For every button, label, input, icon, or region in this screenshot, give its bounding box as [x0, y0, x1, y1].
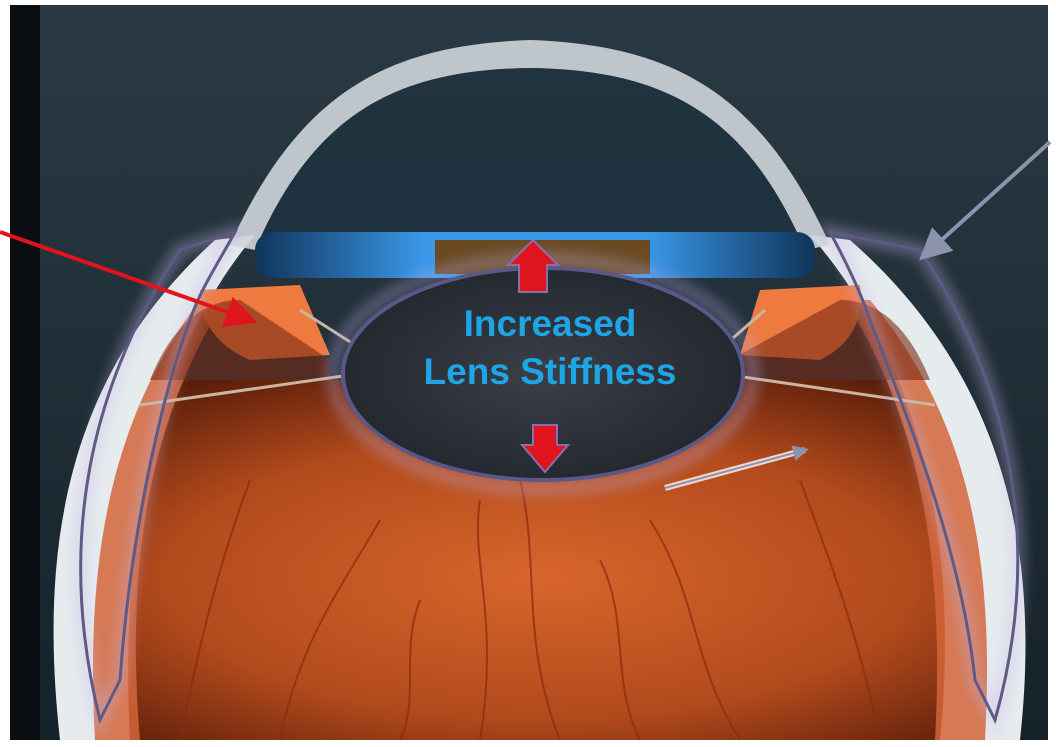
left-dark-edge: [10, 5, 40, 740]
label-line-2: Lens Stiffness: [360, 348, 740, 396]
lens-stiffness-label: Increased Lens Stiffness: [360, 300, 740, 396]
label-line-1: Increased: [360, 300, 740, 348]
